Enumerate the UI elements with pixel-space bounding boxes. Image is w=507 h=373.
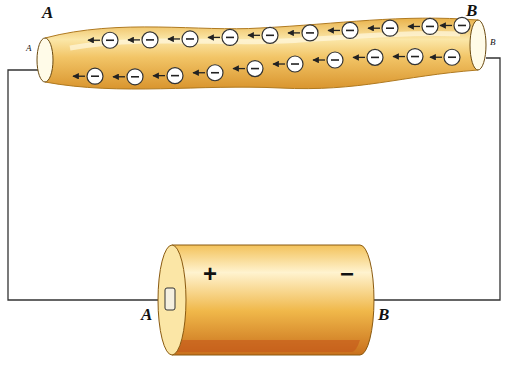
polarity-sign: − — [340, 262, 354, 286]
electron — [440, 17, 470, 33]
electron — [288, 25, 318, 41]
electron — [153, 68, 183, 84]
electron — [353, 49, 383, 65]
electron — [168, 31, 198, 47]
electron — [113, 69, 143, 85]
terminal-label: A — [141, 306, 152, 323]
electron — [128, 32, 158, 48]
end-label: B — [490, 38, 496, 47]
battery-cell — [158, 245, 374, 355]
electron — [328, 22, 358, 38]
electron — [313, 52, 343, 68]
electron — [430, 49, 460, 65]
terminal-label: B — [378, 306, 389, 323]
electron — [248, 27, 278, 43]
electron — [193, 65, 223, 81]
electron — [208, 29, 238, 45]
end-label: A — [42, 4, 53, 21]
electron — [73, 68, 103, 84]
electron — [408, 18, 438, 34]
electron — [233, 61, 263, 77]
polarity-sign: + — [203, 262, 217, 286]
electron — [368, 20, 398, 36]
electron — [88, 32, 118, 48]
end-label: B — [466, 2, 477, 19]
conductor-wire — [37, 18, 486, 89]
electron — [393, 49, 423, 65]
electron — [273, 56, 303, 72]
end-label: A — [26, 44, 32, 53]
electron-flow — [73, 17, 470, 84]
